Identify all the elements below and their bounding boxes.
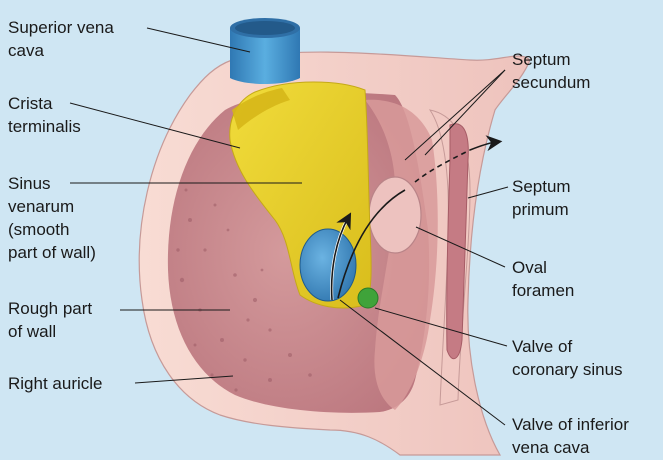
label-sinus-venarum: Sinus venarum (smooth part of wall): [8, 172, 96, 264]
label-valve-of-inferior-vena-cava: Valve of inferior vena cava: [512, 413, 629, 459]
label-oval-foramen: Oval foramen: [512, 256, 574, 302]
label-superior-vena-cava: Superior vena cava: [8, 16, 114, 62]
label-crista-terminalis: Crista terminalis: [8, 92, 81, 138]
label-septum-secundum: Septum secundum: [512, 48, 590, 94]
label-valve-of-coronary-sinus: Valve of coronary sinus: [512, 335, 623, 381]
label-right-auricle: Right auricle: [8, 372, 103, 395]
superior-vena-cava: [230, 18, 300, 84]
coronary-sinus-opening: [358, 288, 378, 308]
label-septum-primum: Septum primum: [512, 175, 571, 221]
label-rough-part-of-wall: Rough part of wall: [8, 297, 92, 343]
